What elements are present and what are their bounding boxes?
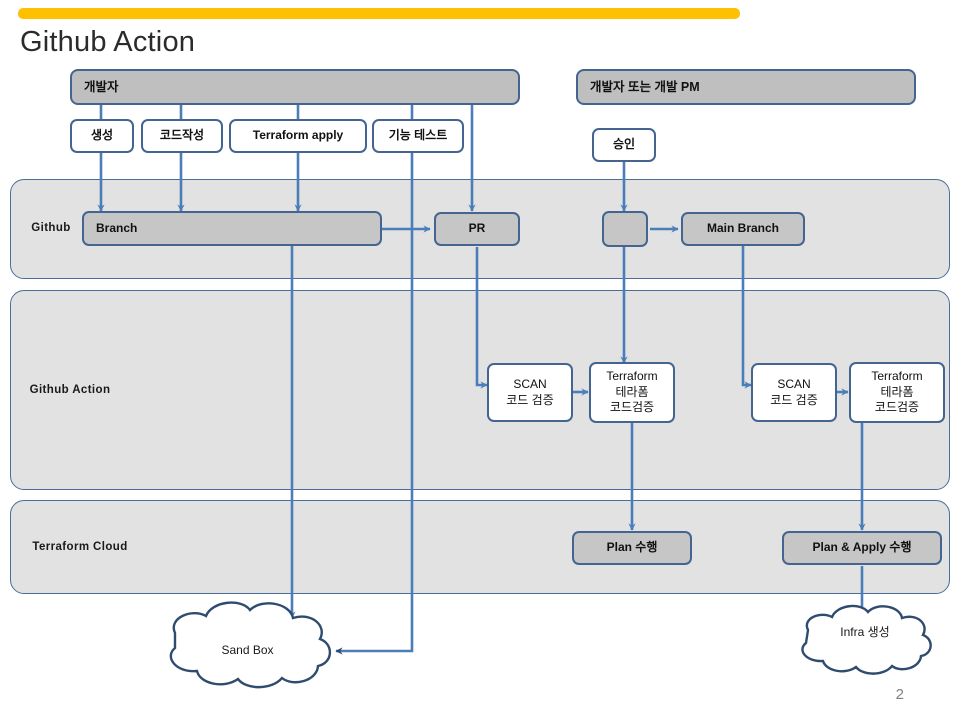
task-write-code[interactable]: 코드작성 xyxy=(141,119,223,153)
task-terraform-apply[interactable]: Terraform apply xyxy=(229,119,367,153)
sandbox-cloud-shape xyxy=(169,601,332,689)
node-pr[interactable]: PR xyxy=(434,212,520,246)
task-create[interactable]: 생성 xyxy=(70,119,134,153)
node-plan[interactable]: Plan 수행 xyxy=(572,531,692,565)
node-terraform-verify-main[interactable]: Terraform 테라폼 코드검증 xyxy=(849,362,945,423)
actor-developer-pm[interactable]: 개발자 또는 개발 PM xyxy=(576,69,916,105)
page-title: Github Action xyxy=(20,26,196,58)
task-approve[interactable]: 승인 xyxy=(592,128,656,162)
page-number: 2 xyxy=(895,686,904,703)
band-terraform-cloud-label: Terraform Cloud xyxy=(32,541,128,553)
actor-developer[interactable]: 개발자 xyxy=(70,69,520,105)
band-github-label: Github xyxy=(31,222,71,234)
node-main-branch[interactable]: Main Branch xyxy=(681,212,805,246)
title-accent-bar xyxy=(18,8,740,19)
node-terraform-verify-pr[interactable]: Terraform 테라폼 코드검증 xyxy=(589,362,675,423)
task-function-test[interactable]: 기능 테스트 xyxy=(372,119,464,153)
node-merge[interactable] xyxy=(602,211,648,247)
node-scan-pr[interactable]: SCAN 코드 검증 xyxy=(487,363,573,422)
node-branch[interactable]: Branch xyxy=(82,211,382,246)
infra-cloud-shape xyxy=(801,604,932,675)
node-plan-apply[interactable]: Plan & Apply 수행 xyxy=(782,531,942,565)
node-scan-main[interactable]: SCAN 코드 검증 xyxy=(751,363,837,422)
band-github-action-label: Github Action xyxy=(29,384,111,396)
